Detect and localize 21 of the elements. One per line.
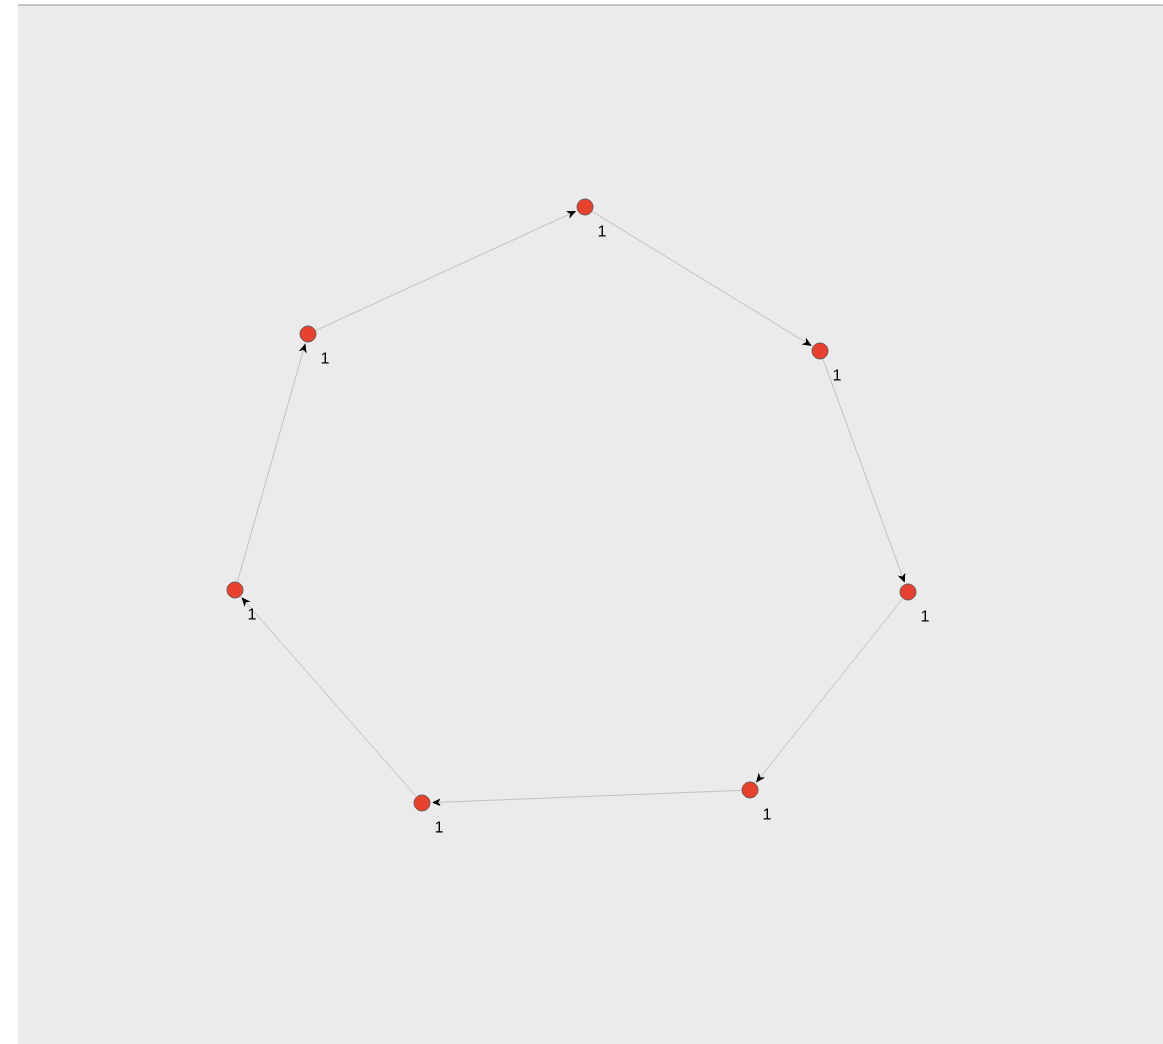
node-circle: [899, 583, 917, 601]
node-circle: [811, 342, 829, 360]
arrow: [315, 211, 576, 331]
node-circle: [576, 198, 594, 216]
node-label: 1: [598, 225, 606, 237]
node-label: 1: [921, 610, 929, 622]
arrow: [591, 210, 812, 346]
node-circle: [299, 325, 317, 343]
node-label: 1: [248, 608, 256, 620]
node-label: 1: [435, 821, 443, 833]
node-circle: [413, 794, 431, 812]
arrow: [432, 789, 743, 806]
node-label: 1: [763, 808, 771, 820]
node-label: 1: [833, 369, 841, 381]
arrow: [241, 597, 417, 798]
arrow: [756, 598, 904, 782]
arrow: [236, 344, 307, 583]
node-circle: [741, 781, 759, 799]
node-circle: [226, 581, 244, 599]
node-label: 1: [321, 352, 329, 364]
arrow: [822, 358, 906, 583]
